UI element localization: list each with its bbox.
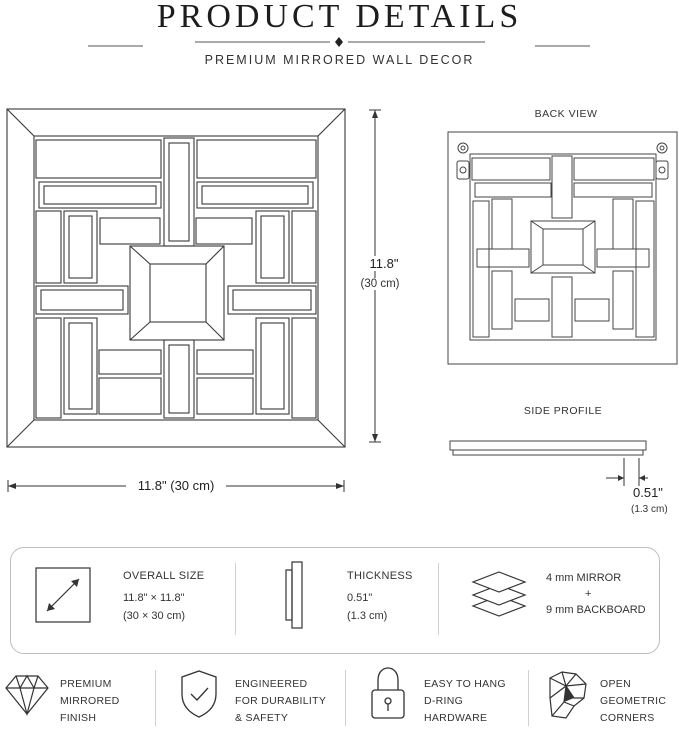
spec-divider-2 <box>438 563 439 635</box>
geometric-corner-icon <box>549 671 587 719</box>
feature-2-text: ENGINEERED FOR DURABILITY & SAFETY <box>235 678 327 724</box>
side-thickness-metric: (1.3 cm) <box>631 504 668 515</box>
specs-panel <box>10 547 660 654</box>
feature-divider-3 <box>528 670 529 726</box>
spec-divider-1 <box>235 563 236 635</box>
feature-divider-2 <box>345 670 346 726</box>
feature-3-text: EASY TO HANG D-RING HARDWARE <box>424 678 506 724</box>
side-profile-label: SIDE PROFILE <box>523 405 603 417</box>
page-subtitle: PREMIUM MIRRORED WALL DECOR <box>204 53 475 67</box>
diagonal-size-icon <box>35 567 91 623</box>
height-label: 11.8" <box>354 256 414 271</box>
padlock-icon <box>371 667 405 719</box>
feature-1-text: PREMIUM MIRRORED FINISH <box>60 678 120 724</box>
diamond-icon <box>5 674 49 717</box>
shield-check-icon <box>181 670 217 718</box>
height-metric: (30 cm) <box>350 278 410 290</box>
thickness-metric: (1.3 cm) <box>347 610 388 622</box>
backboard-layer-label: 9 mm BACKBOARD <box>546 604 646 616</box>
feature-4-text: OPEN GEOMETRIC CORNERS <box>600 678 667 724</box>
side-profile-drawing <box>449 440 648 486</box>
side-thickness-label: 0.51" <box>633 485 663 500</box>
layer-plus: + <box>585 588 592 600</box>
layers-stack-icon <box>471 571 527 617</box>
overall-size-metric: (30 × 30 cm) <box>123 610 186 622</box>
width-label: 11.8" (30 cm) <box>126 478 226 493</box>
height-dimension-line <box>369 109 381 443</box>
thickness-value: 0.51" <box>347 592 373 604</box>
mirror-layer-label: 4 mm MIRROR <box>546 572 622 584</box>
feature-divider-1 <box>155 670 156 726</box>
page-title: PRODUCT DETAILS <box>156 0 523 35</box>
thickness-profile-icon <box>285 561 303 629</box>
back-view-label: BACK VIEW <box>534 108 598 120</box>
overall-size-title: OVERALL SIZE <box>123 570 205 582</box>
overall-size-value: 11.8" × 11.8" <box>123 592 185 604</box>
front-view-drawing <box>6 108 346 448</box>
title-ornament <box>88 37 590 47</box>
thickness-title: THICKNESS <box>347 570 413 582</box>
back-view-drawing <box>447 131 678 365</box>
